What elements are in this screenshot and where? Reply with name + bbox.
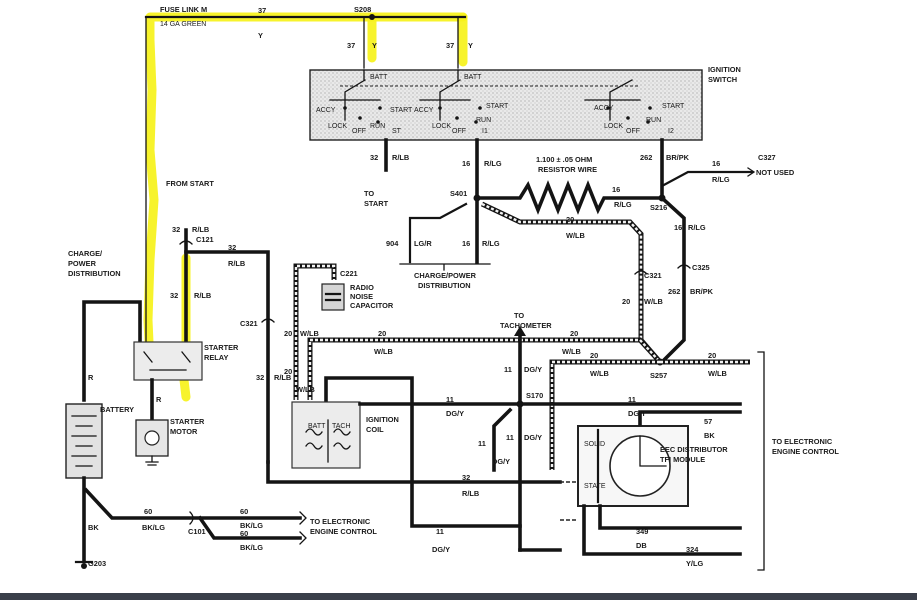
switch-pivot-1 — [363, 69, 459, 81]
wire-324-ylg — [582, 504, 742, 556]
resistor-wire — [475, 180, 664, 215]
wire-16-rlg-c327 — [660, 170, 754, 188]
coil-windings — [305, 419, 351, 463]
wire-capacitor-inner — [294, 264, 336, 400]
starter-motor-ground — [145, 455, 159, 466]
wire-904-lgr — [408, 202, 468, 264]
wire-20-wlb-upper-inner — [308, 338, 661, 400]
charge-dist-bracket — [399, 263, 491, 271]
switch-contact-lines — [329, 79, 641, 121]
g203-ground-dot — [81, 563, 87, 569]
wire-32-rlb-bottom — [266, 460, 562, 484]
wire-20-wlb-s401-inner — [481, 202, 661, 363]
battery-body — [65, 403, 103, 479]
wire-57-bk — [638, 410, 742, 426]
c321-mark-left — [261, 318, 275, 323]
wire-battery-positive — [82, 300, 142, 402]
eec-bracket-lower — [299, 511, 307, 545]
wire-349-db — [598, 504, 742, 530]
starter-motor-symbol — [144, 430, 160, 446]
battery-cells — [71, 415, 97, 467]
capacitor-plates — [324, 292, 342, 302]
wire-11-dgy-s170-branch — [492, 407, 513, 472]
highlight-fuse-link-path — [143, 12, 468, 370]
tachometer-arrow — [514, 326, 526, 336]
c325-mark — [677, 264, 691, 269]
wire-20-wlb-upper — [307, 337, 662, 400]
wire-262-brpk-down — [659, 195, 686, 365]
wire-20-wlb-s257-left-inner — [550, 360, 660, 470]
wire-32-rlb-cross — [184, 250, 270, 464]
tfi-dashed-lead — [560, 481, 578, 521]
wire-11-dgy-coil-top — [324, 376, 522, 528]
highlight-relay-tail — [179, 375, 191, 402]
c327-arrow — [747, 167, 756, 177]
c121-mark — [179, 240, 193, 245]
switch-terminal-dots — [343, 106, 652, 124]
radio-noise-capacitor — [321, 283, 345, 311]
c101-mark — [189, 511, 194, 525]
c321-mark-right — [634, 270, 648, 275]
wire-60-bklg-1 — [83, 487, 302, 520]
relay-internals — [143, 351, 191, 371]
eec-bracket-right — [757, 351, 765, 571]
starter-relay-box — [133, 341, 203, 381]
bottom-status-bar — [0, 593, 917, 600]
wire-60-bklg-2 — [197, 515, 302, 540]
ignition-coil-box — [291, 401, 361, 469]
ignition-switch-box — [309, 69, 703, 141]
splice-s208 — [369, 14, 375, 20]
distributor-rotor — [639, 435, 667, 467]
